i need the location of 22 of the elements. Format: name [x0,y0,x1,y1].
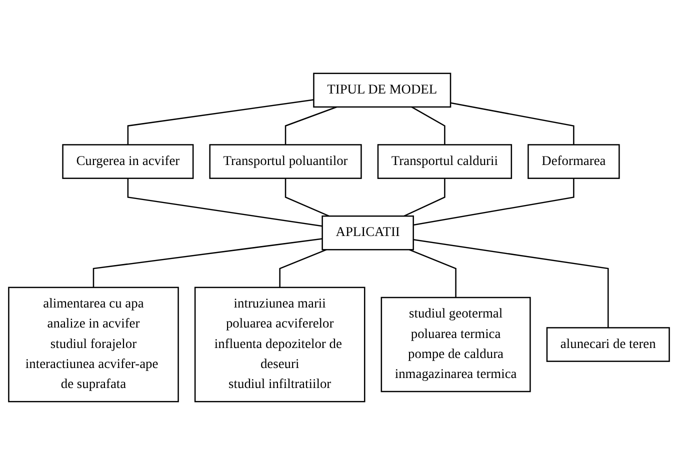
connector [411,106,446,145]
connector [408,249,456,298]
node-box: Deformarea [528,144,620,179]
connector [127,178,322,227]
node-box: Transportul caldurii [377,144,512,179]
connector [413,239,609,328]
connector [404,178,446,217]
connector [92,238,322,288]
node-box: TIPUL DE MODEL [313,72,452,108]
connector [279,249,327,288]
node-box: alimentarea cu apa analize in acvifer studiul forajelor interactiunea acvifer-ape de suprafata [8,286,179,402]
connector [284,106,337,145]
node-box: intruziunea marii poluarea acviferelor influenta depozitelor de deseuri studiul infiltratiilor [194,286,366,402]
connector [450,102,574,145]
node-box: Curgerea in acvifer [62,144,194,179]
connector [127,99,314,145]
node-box: alunecari de teren [546,327,670,362]
node-box: APLICATII [322,215,414,250]
node-box: Transportul poluantilor [209,144,362,179]
connector [413,178,574,226]
node-box: studiul geotermal poluarea termica pompe de caldura inmagazinarea termica [380,296,531,392]
connector [284,178,330,217]
